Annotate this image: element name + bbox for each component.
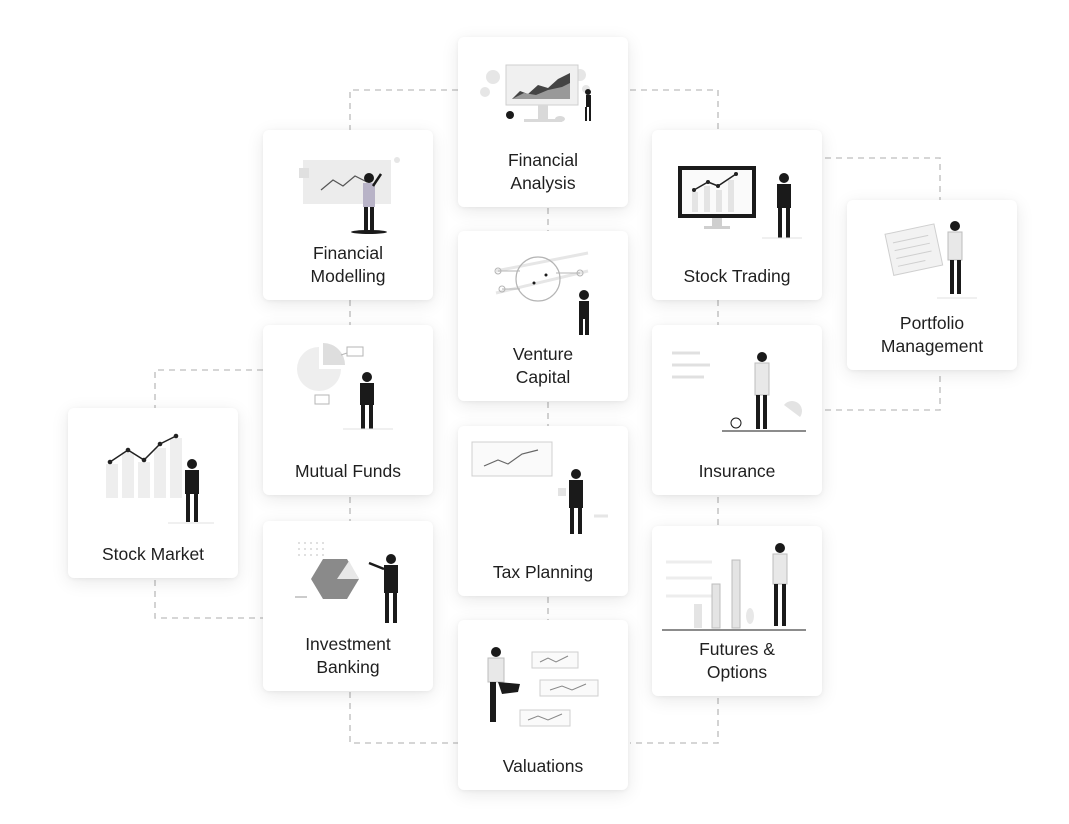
stock-market-illustration [106, 433, 214, 524]
card-financial-analysis[interactable]: Financial Analysis [458, 37, 628, 207]
card-label: Insurance [698, 461, 776, 481]
card-label: Financial Analysis [507, 150, 579, 193]
card-financial-modelling[interactable]: Financial Modelling [263, 130, 433, 300]
card-futures-options[interactable]: Futures & Options [652, 526, 822, 696]
valuations-illustration [487, 647, 599, 727]
card-label: Venture Capital [512, 344, 574, 387]
card-label: Stock Trading [683, 266, 791, 286]
stock-trading-illustration [678, 166, 802, 239]
card-label: Tax Planning [492, 562, 594, 582]
card-valuations[interactable]: Valuations [458, 620, 628, 790]
card-stock-trading[interactable]: Stock Trading [652, 130, 822, 300]
financial-modelling-illustration [299, 157, 400, 234]
connector-sm-ib [154, 580, 263, 619]
card-label: Financial Modelling [310, 243, 386, 286]
card-mutual-funds[interactable]: Mutual Funds [263, 325, 433, 495]
connector-ib-val [349, 692, 458, 744]
venture-capital-illustration [494, 251, 589, 335]
card-label: Mutual Funds [294, 461, 402, 481]
card-label: Investment Banking [305, 634, 391, 677]
portfolio-management-illustration [884, 221, 977, 299]
card-tax-planning[interactable]: Tax Planning [458, 426, 628, 596]
tax-planning-illustration [471, 441, 608, 534]
card-investment-banking[interactable]: Investment Banking [263, 521, 433, 691]
connector-mf-sm [154, 369, 263, 408]
card-insurance[interactable]: Insurance [652, 325, 822, 495]
card-portfolio-management[interactable]: Portfolio Management [847, 200, 1017, 370]
card-venture-capital[interactable]: Venture Capital [458, 231, 628, 401]
connector-fo-val [630, 698, 719, 744]
futures-options-illustration [662, 543, 806, 631]
investment-banking-illustration [295, 542, 398, 623]
card-stock-market[interactable]: Stock Market [68, 408, 238, 578]
connector-ins-pm [825, 372, 941, 411]
connector-fa-fm [349, 89, 458, 130]
connector-st-pm [825, 157, 941, 200]
insurance-illustration [672, 351, 806, 432]
mutual-funds-illustration [297, 343, 393, 430]
card-label: Portfolio Management [880, 313, 984, 356]
card-label: Stock Market [101, 544, 205, 564]
card-label: Futures & Options [699, 639, 775, 682]
connector-fa-st [630, 89, 719, 130]
card-label: Valuations [502, 756, 584, 776]
financial-analysis-illustration [480, 64, 591, 122]
